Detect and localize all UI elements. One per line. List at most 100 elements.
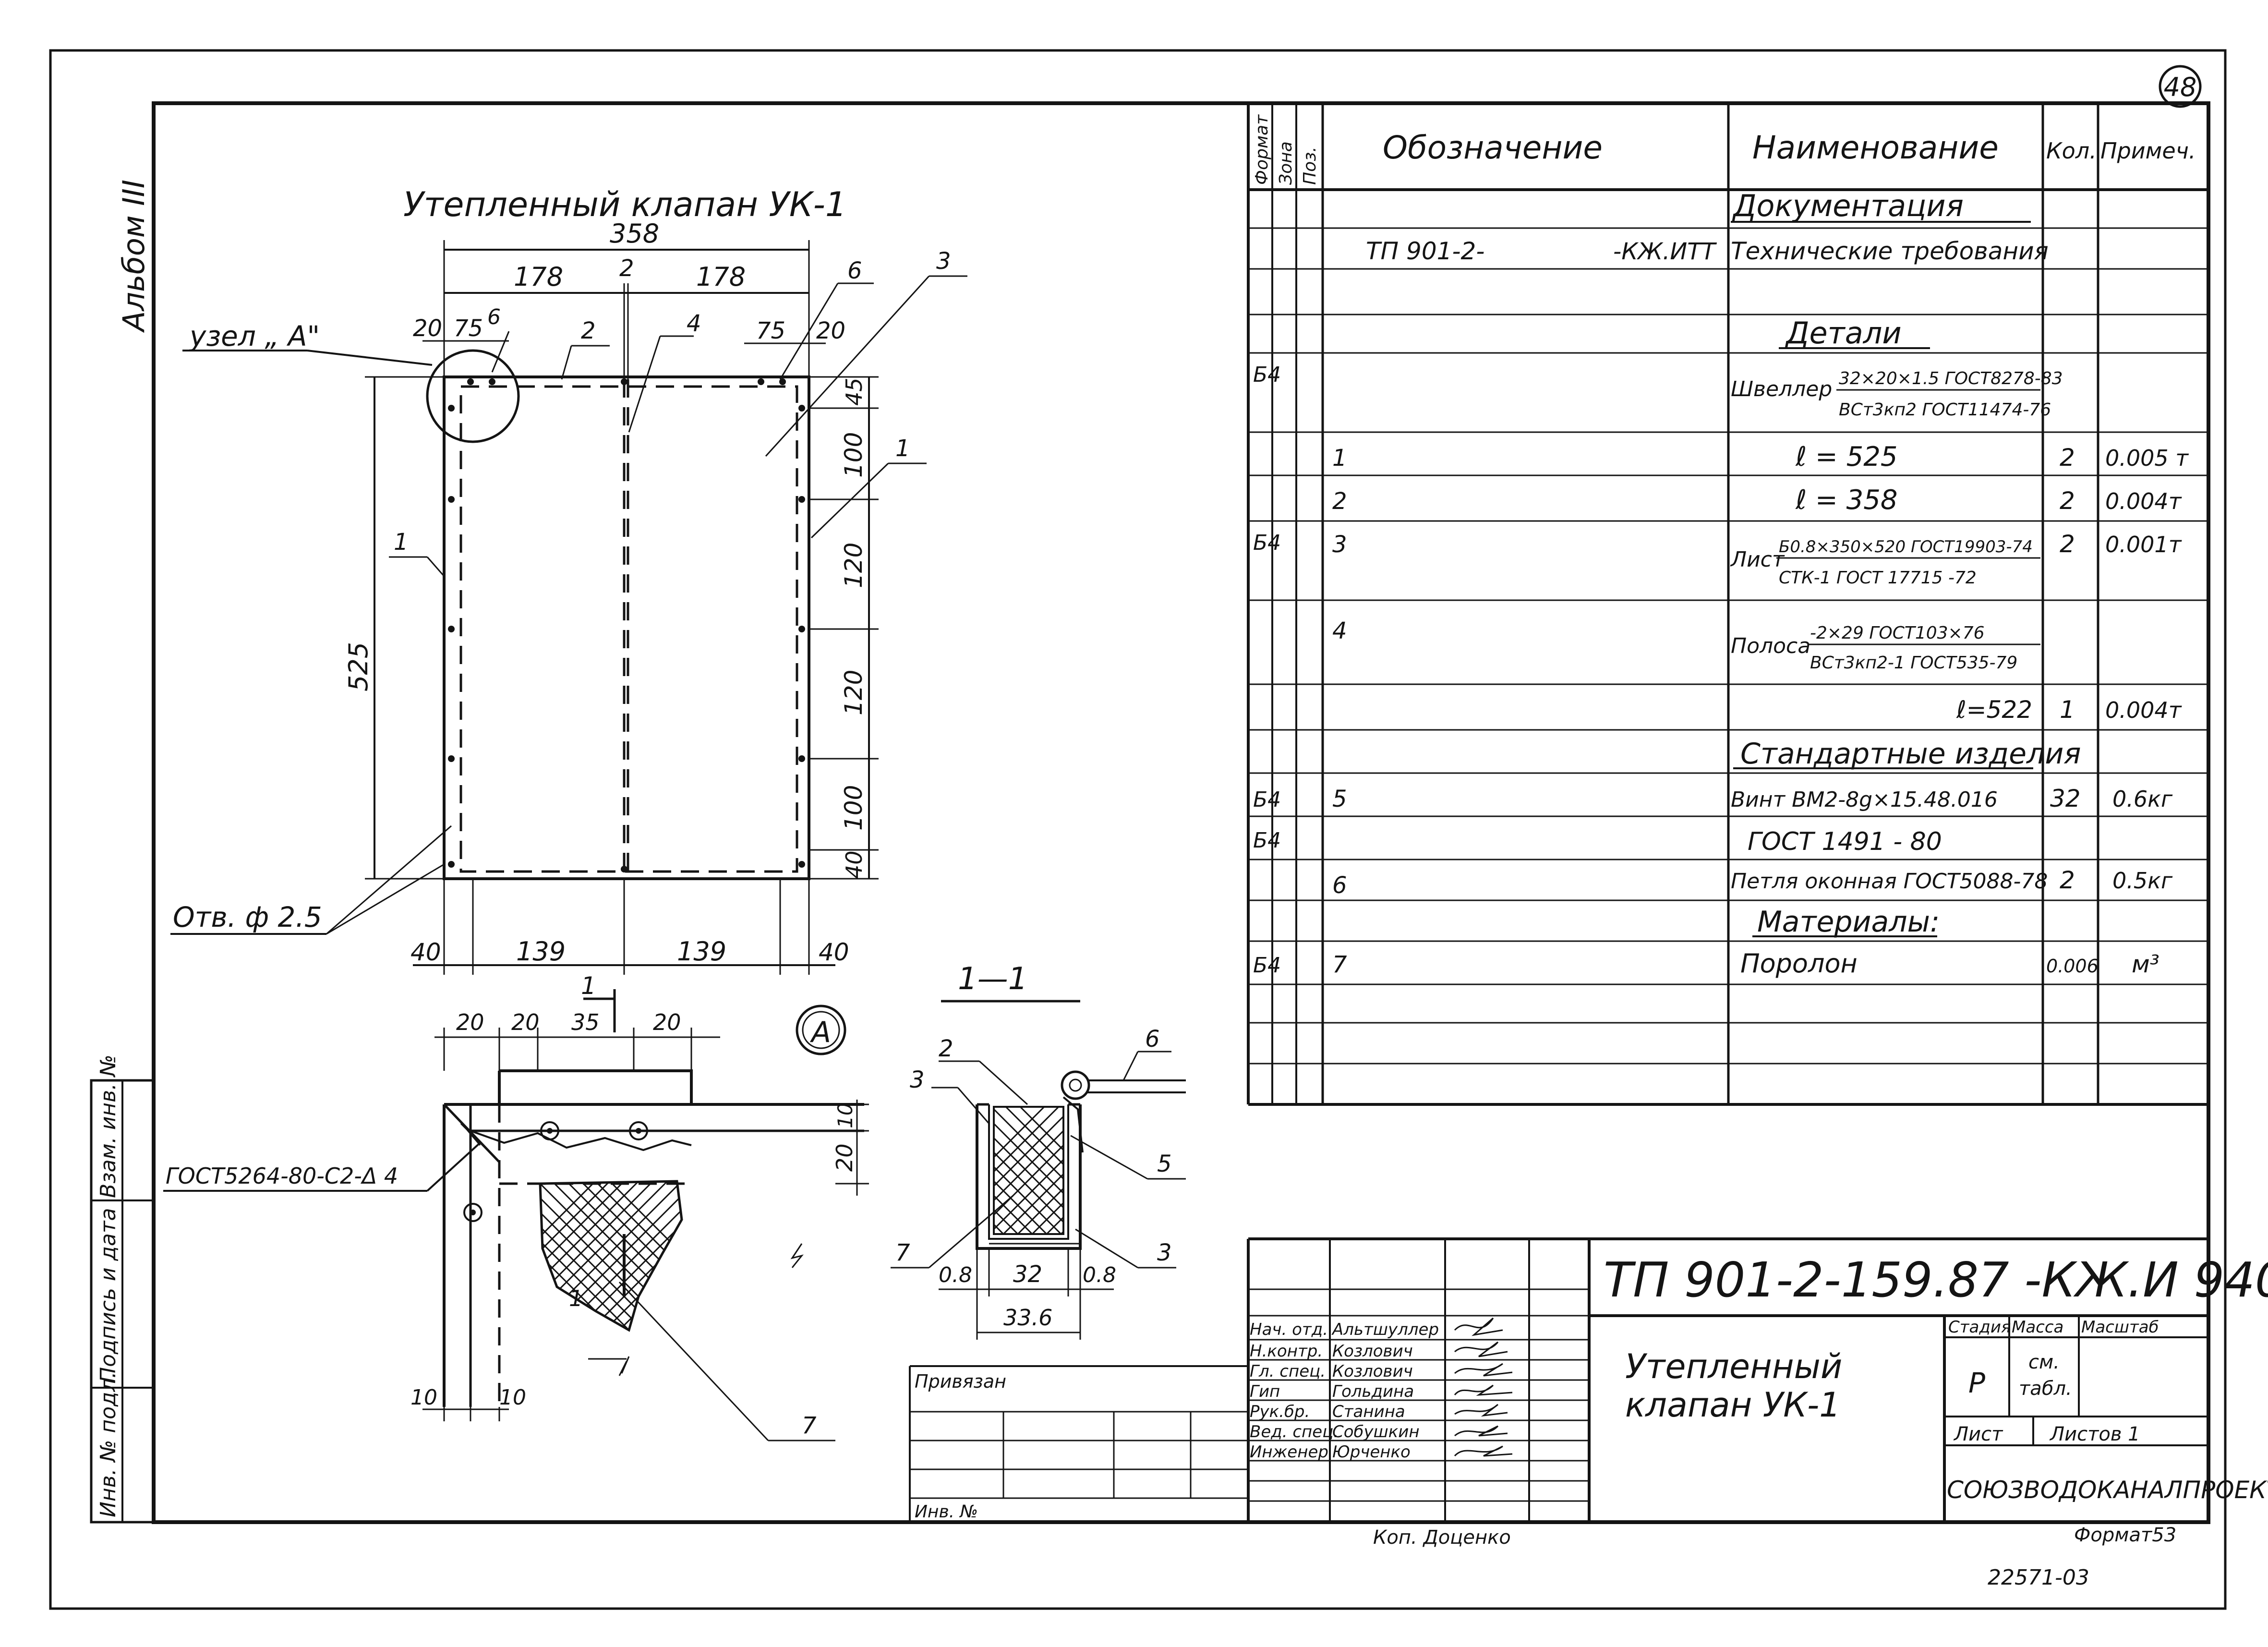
svg-text:0.005 т: 0.005 т <box>2105 445 2189 471</box>
svg-text:ВСт3кп2 ГОСТ11474-76: ВСт3кп2 ГОСТ11474-76 <box>1839 400 2051 420</box>
svg-text:Р: Р <box>1968 1367 1985 1399</box>
svg-text:5: 5 <box>1157 1150 1172 1177</box>
svg-text:Масса: Масса <box>2012 1318 2063 1337</box>
svg-text:1: 1 <box>895 435 910 462</box>
svg-text:358: 358 <box>610 218 659 249</box>
svg-text:4: 4 <box>687 310 701 337</box>
svg-text:1: 1 <box>1332 445 1347 472</box>
object-name-line1: Утепленный <box>1625 1347 1842 1386</box>
svg-text:Б4: Б4 <box>1253 953 1281 978</box>
svg-text:ℓ = 358: ℓ = 358 <box>1795 484 1898 516</box>
svg-text:Гольдина: Гольдина <box>1332 1382 1414 1401</box>
page-number-circle <box>2159 65 2202 108</box>
svg-text:40: 40 <box>841 850 867 879</box>
album-label: Альбом III <box>116 180 151 333</box>
stamp-replace-inv: Взам. инв. № <box>96 1054 121 1198</box>
svg-text:40: 40 <box>819 938 849 966</box>
document-code: ТП 901-2-159.87 -КЖ.И 9400 <box>1604 1252 2268 1308</box>
svg-text:Листов 1: Листов 1 <box>2049 1423 2140 1445</box>
svg-text:35: 35 <box>571 1009 600 1035</box>
svg-text:0.004т: 0.004т <box>2105 697 2182 723</box>
svg-text:Стадия: Стадия <box>1948 1318 2011 1337</box>
svg-text:7: 7 <box>895 1239 910 1266</box>
svg-text:ГОСТ5264-80-С2-Δ 4: ГОСТ5264-80-С2-Δ 4 <box>166 1163 398 1189</box>
inventory-number: 22571-03 <box>1988 1565 2089 1590</box>
svg-text:Поролон: Поролон <box>1740 948 1858 979</box>
svg-text:10: 10 <box>833 1103 857 1128</box>
svg-text:Нач. отд.: Нач. отд. <box>1250 1320 1328 1339</box>
dimensions-bottom: 40 139 139 40 <box>410 879 849 975</box>
svg-text:Рук.бр.: Рук.бр. <box>1250 1402 1310 1421</box>
svg-text:Альтшуллер: Альтшуллер <box>1331 1320 1439 1339</box>
node-a-detail: А 1 20 <box>163 972 869 1441</box>
svg-text:Вед. спец.: Вед. спец. <box>1250 1422 1339 1441</box>
signatures <box>1454 1317 1513 1457</box>
svg-text:2: 2 <box>2060 530 2075 558</box>
svg-text:Масштаб: Масштаб <box>2081 1318 2159 1337</box>
svg-text:2: 2 <box>2060 487 2075 515</box>
svg-text:Станина: Станина <box>1332 1402 1405 1421</box>
spec-section-documentation: Документация <box>1732 188 1964 223</box>
svg-text:ВСт3кп2-1 ГОСТ535-79: ВСт3кп2-1 ГОСТ535-79 <box>1810 653 2017 673</box>
organization: СОЮЗВОДОКАНАЛПРОЕКТ <box>1947 1476 2268 1504</box>
copier-note: Коп. Доценко <box>1373 1526 1511 1549</box>
spec-header-name: Наименование <box>1752 129 1999 166</box>
svg-text:Гл. спец.: Гл. спец. <box>1250 1362 1326 1381</box>
svg-text:Б4: Б4 <box>1253 787 1281 812</box>
svg-text:Б4: Б4 <box>1253 363 1281 387</box>
svg-text:Б4: Б4 <box>1253 531 1281 555</box>
svg-text:45: 45 <box>841 377 867 406</box>
valve-front-view <box>426 349 810 880</box>
spec-table: Формат Зона Поз. Обозначение Наименовани… <box>1247 103 2208 1106</box>
svg-text:75: 75 <box>454 315 483 342</box>
svg-text:10: 10 <box>410 1385 437 1410</box>
svg-text:32×20×1.5 ГОСТ8278-83: 32×20×1.5 ГОСТ8278-83 <box>1839 369 2063 388</box>
svg-text:6: 6 <box>1332 872 1347 899</box>
inner-frame <box>152 101 2210 1524</box>
svg-text:3: 3 <box>910 1066 925 1093</box>
spec-header-designation: Обозначение <box>1383 129 1603 166</box>
spec-header-qty: Кол. <box>2046 138 2097 164</box>
svg-text:1: 1 <box>394 529 409 556</box>
format-note: Формат53 <box>2074 1524 2176 1546</box>
svg-text:3: 3 <box>1157 1239 1172 1266</box>
svg-text:Инв. №: Инв. № <box>915 1502 978 1522</box>
svg-text:Гип: Гип <box>1250 1382 1280 1401</box>
svg-text:-КЖ.ИТТ: -КЖ.ИТТ <box>1613 238 1717 265</box>
section-1-1: 1—1 3 2 6 5 3 7 <box>891 961 1186 1340</box>
svg-text:0.8: 0.8 <box>939 1263 972 1287</box>
svg-text:3: 3 <box>936 248 951 275</box>
svg-text:20: 20 <box>511 1009 540 1035</box>
svg-text:Отв. ф 2.5: Отв. ф 2.5 <box>173 901 322 933</box>
svg-text:Собушкин: Собушкин <box>1332 1422 1420 1441</box>
svg-text:2: 2 <box>2060 866 2075 894</box>
svg-text:Винт ВМ2-8g×15.48.016: Винт ВМ2-8g×15.48.016 <box>1731 787 1998 812</box>
svg-text:0.8: 0.8 <box>1083 1263 1116 1287</box>
svg-text:40: 40 <box>410 938 441 966</box>
outer-border <box>49 49 2227 1610</box>
spec-header-format: Формат <box>1252 114 1272 185</box>
svg-text:ℓ=522: ℓ=522 <box>1956 696 2032 724</box>
svg-text:узел „ А": узел „ А" <box>189 320 320 352</box>
spec-section-standard: Стандартные изделия <box>1740 737 2081 771</box>
svg-text:0.006: 0.006 <box>2046 956 2099 977</box>
svg-text:139: 139 <box>677 936 726 967</box>
svg-text:120: 120 <box>840 670 868 715</box>
svg-text:5: 5 <box>1332 786 1347 812</box>
svg-text:0.6кг: 0.6кг <box>2112 786 2173 812</box>
svg-text:75: 75 <box>756 317 785 344</box>
svg-text:4: 4 <box>1332 618 1347 644</box>
svg-text:Лист: Лист <box>1953 1423 2003 1445</box>
svg-text:100: 100 <box>840 785 868 831</box>
svg-text:7: 7 <box>1332 951 1347 978</box>
svg-text:0.004т: 0.004т <box>2105 488 2182 514</box>
svg-text:Козлович: Козлович <box>1332 1342 1413 1361</box>
svg-text:120: 120 <box>840 543 868 588</box>
svg-text:20: 20 <box>456 1009 484 1035</box>
svg-text:Б4: Б4 <box>1253 828 1281 853</box>
spec-section-details: Детали <box>1785 315 1902 351</box>
spec-section-materials: Материалы: <box>1757 905 1940 939</box>
spec-header-note: Примеч. <box>2100 138 2196 164</box>
svg-text:Привязан: Привязан <box>915 1371 1006 1392</box>
